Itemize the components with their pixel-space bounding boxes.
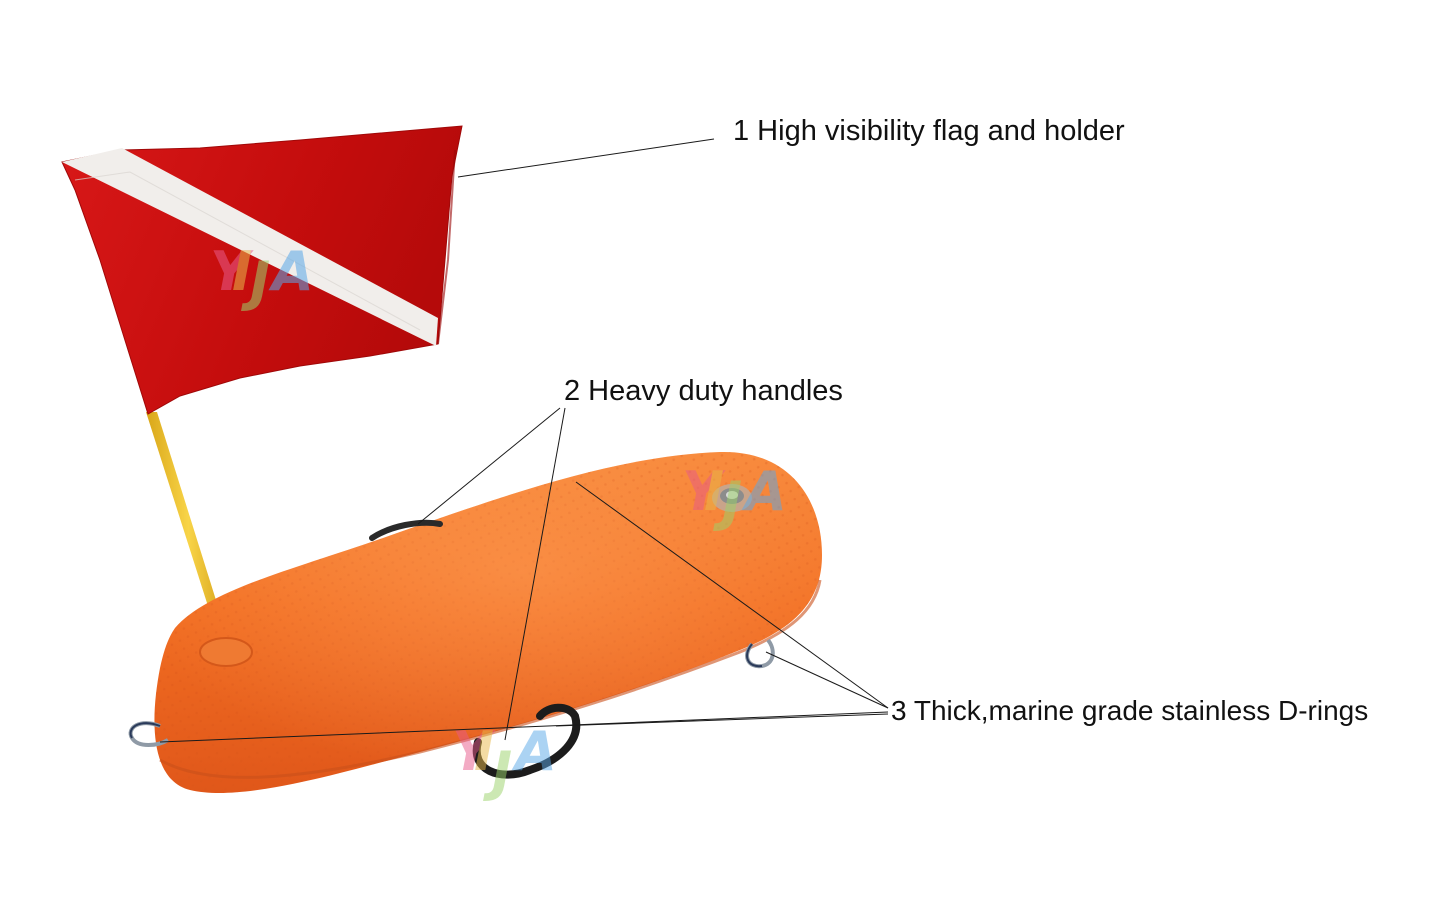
leader-dring-left (159, 711, 889, 743)
watermark-buoy-top: Y J I A (682, 460, 787, 533)
leader-flag (457, 138, 715, 178)
handle-top (369, 519, 443, 541)
svg-text:A: A (511, 720, 557, 783)
leader-dring-bottom (555, 713, 889, 727)
svg-text:A: A (268, 240, 314, 303)
svg-text:Y: Y (452, 720, 496, 783)
svg-text:Y: Y (682, 460, 726, 523)
buoy-body (154, 451, 822, 794)
d-ring-left (128, 721, 170, 747)
svg-text:A: A (741, 460, 787, 523)
svg-text:I: I (474, 720, 494, 783)
leader-handle-bottom (504, 407, 566, 741)
leader-handle-top (417, 407, 561, 525)
callout-handles: 2 Heavy duty handles (564, 375, 843, 407)
valve (712, 484, 752, 512)
svg-text:Y: Y (210, 240, 254, 303)
handle-bottom (472, 703, 581, 779)
dive-flag (61, 125, 463, 415)
watermark-buoy-bottom: Y J I A (452, 720, 557, 803)
svg-text:I: I (704, 460, 724, 523)
callout-d-rings: 3 Thick,marine grade stainless D-rings (891, 695, 1369, 726)
callout-flag-holder: 1 High visibility flag and holder (733, 115, 1125, 147)
svg-text:I: I (232, 240, 252, 303)
leader-dring-right (765, 651, 889, 709)
leader-dring-top (575, 481, 889, 709)
leader-lines (159, 138, 889, 743)
watermark-flag: Y J I A (210, 240, 314, 313)
d-ring-right (745, 638, 775, 669)
